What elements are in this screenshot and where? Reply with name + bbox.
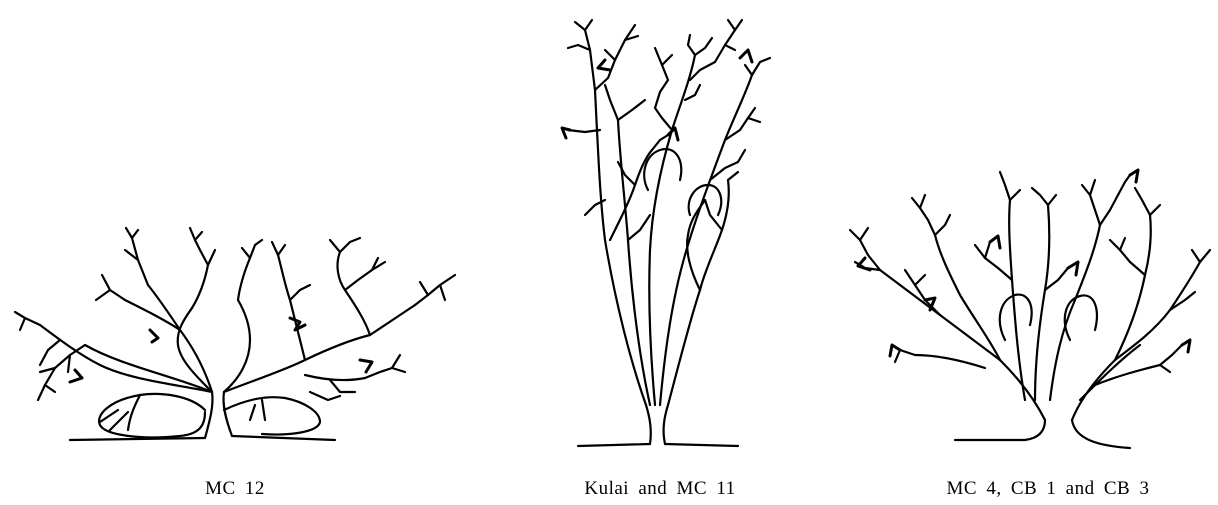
tree-mc12-illustration xyxy=(15,228,455,440)
caption-kulai-mc11: Kulai and MC 11 xyxy=(584,478,735,500)
caption-mc12: MC 12 xyxy=(205,478,265,500)
caption-mc4-cb1-cb3: MC 4, CB 1 and CB 3 xyxy=(947,478,1150,500)
tree-kulai-mc11-illustration xyxy=(562,20,770,446)
tree-mc4-cb1-cb3-illustration xyxy=(850,170,1210,448)
